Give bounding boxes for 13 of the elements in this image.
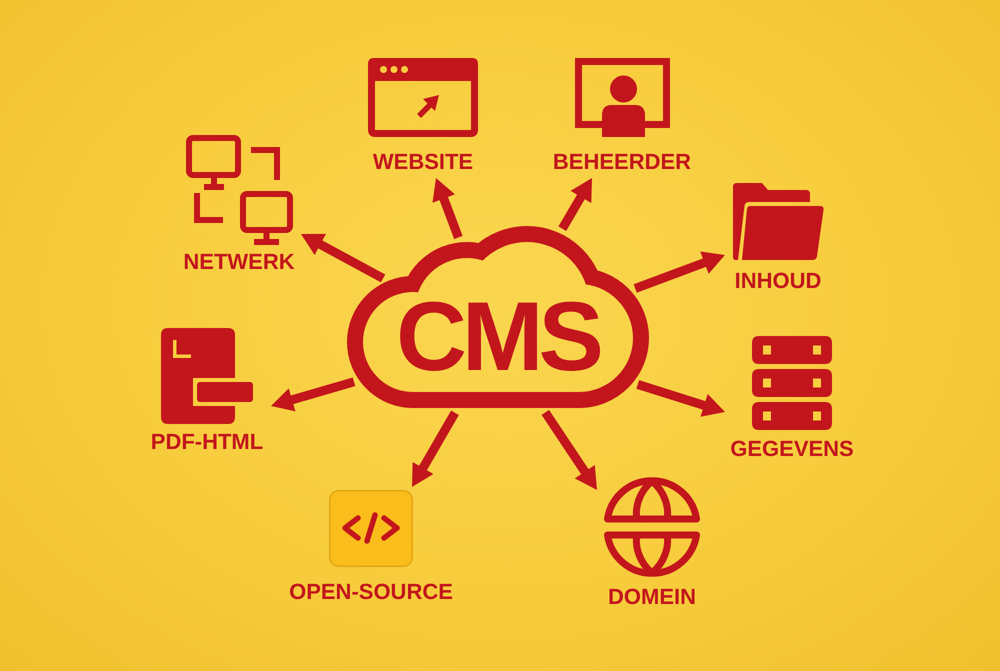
node-label: GEGEVENS: [730, 436, 854, 462]
node-label: OPEN-SOURCE: [289, 579, 453, 605]
arrow: [432, 176, 463, 240]
node-label: WEBSITE: [372, 149, 474, 175]
arrow: [270, 377, 356, 412]
node-label: PDF-HTML: [150, 429, 264, 455]
node-label: BEHEERDER: [552, 149, 692, 175]
node-label: DOMEIN: [608, 584, 696, 610]
cloud-label: CMS: [396, 287, 599, 385]
arrow: [634, 250, 727, 293]
node-label: INHOUD: [734, 268, 822, 294]
node-label: NETWERK: [183, 249, 295, 275]
arrow: [636, 380, 726, 417]
